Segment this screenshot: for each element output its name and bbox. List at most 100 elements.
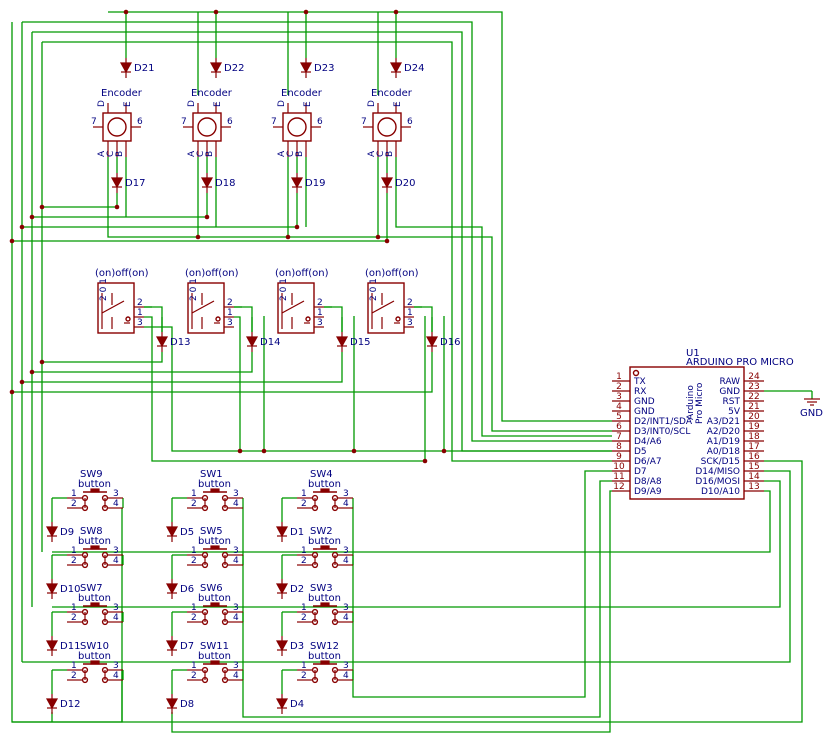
diode-D9: D9 [45,522,74,542]
mcu-pin-name: D8/A8 [634,477,662,487]
switch-pin-label: 4 [233,556,239,566]
switch-ref: SW4 [310,469,333,480]
encoder-knob [377,117,397,137]
mcu-pin-num: 17 [748,442,759,452]
gnd-symbol: GND [764,390,823,419]
wire [144,316,426,462]
mcu-pin-name: D9/A9 [634,487,662,497]
toggle-pin-label: 2 [137,298,143,308]
switch-pin-label: 1 [191,661,197,671]
wire [171,490,612,733]
wire [32,352,253,373]
switch-pin-label: 4 [343,556,349,566]
junction-dot [294,224,300,230]
diode-label: D10 [60,584,80,595]
switch-value: button [198,479,231,490]
diode-symbol [275,583,289,595]
junction-dot [441,448,447,454]
diode-label: D23 [314,63,334,74]
mcu-pin-num: 19 [748,422,760,432]
diode-label: D19 [305,178,325,189]
diode-D15: D15 [335,332,370,352]
switch-pin-label: 1 [71,661,77,671]
diode-label: D24 [404,63,424,74]
diode-symbol [275,526,289,538]
mcu-pin-num: 12 [613,482,624,492]
mcu-pin-name: 5V [728,407,741,417]
diode-label: D4 [290,699,304,710]
encoder-pin-c-label: C [106,151,116,157]
toggle-lever [371,300,395,314]
switch-plunger [210,660,220,665]
junction-dot [114,204,120,210]
diode-symbol [380,177,394,189]
toggle-body [97,282,135,334]
switch-plunger [90,545,100,550]
toggle-label: (on)off(on) [95,268,149,279]
encoder-body [282,112,312,142]
diode-symbol [45,640,59,652]
toggle-positions: 2 0 1 [189,278,199,301]
switch-pin-label: 1 [71,489,77,499]
switch-pin-label: 2 [191,671,197,681]
diode-symbol [165,698,179,710]
mcu-pin-num: 4 [616,402,622,412]
junction-dot [285,234,291,240]
switch-value: button [78,593,111,604]
mcu-pin-name: A2/D20 [707,427,741,437]
toggle-pin-label: 1 [137,308,143,318]
junction-dot [29,214,35,220]
wire [22,470,791,663]
switch-value: button [78,651,111,662]
switch-pin-label: 3 [233,661,239,671]
switch-pin-label: 3 [113,489,119,499]
mcu-pin-num: 8 [616,442,622,452]
encoder-pin-c-label: C [196,151,206,157]
switch-ref: SW6 [200,583,223,594]
encoder-label: Encoder [371,88,413,99]
mcu-pin-name: D5 [634,447,647,457]
diode-label: D20 [395,178,415,189]
mcu-pin-name: A0/D18 [707,447,741,457]
diode-D14: D14 [245,332,280,352]
encoder-pin7-label: 7 [91,117,97,127]
diode-D6: D6 [165,579,194,599]
junction-dot [303,9,309,15]
switch-plunger [90,602,100,607]
toggle-pin-label: 2 [227,298,233,308]
switch-pin-label: 2 [191,556,197,566]
wire [22,21,612,442]
encoder-pin-a-label: A [187,150,197,157]
switch-ref: SW11 [200,641,229,652]
toggle-positions: 2 0 1 [279,278,289,301]
diode-label: D21 [134,63,154,74]
mcu-pin-name: D7 [634,467,647,477]
diode-symbol [425,336,439,348]
switch-ref: SW12 [310,641,339,652]
diode-symbol [165,640,179,652]
mcu-pin-name: SCK/D15 [701,457,740,467]
mcu-inner-text: Pro Micro [695,382,705,424]
switch-pin-label: 4 [113,613,119,623]
encoder-pin7-label: 7 [361,117,367,127]
diode-D10: D10 [45,579,80,599]
diode-symbol [45,583,59,595]
mcu-pin-num: 20 [748,412,760,422]
diode-symbol [155,336,169,348]
encoder-pin-d-label: D [277,100,287,107]
diode-label: D8 [180,699,194,710]
mcu-pin-name: D10/A10 [701,487,740,497]
diode-label: D22 [224,63,244,74]
wire [414,306,433,332]
encoder-pin-a-label: A [367,150,377,157]
switch-ref: SW7 [80,583,103,594]
mcu-pin-name: D16/MOSI [695,477,740,487]
toggle-pin-label: 1 [407,308,413,318]
